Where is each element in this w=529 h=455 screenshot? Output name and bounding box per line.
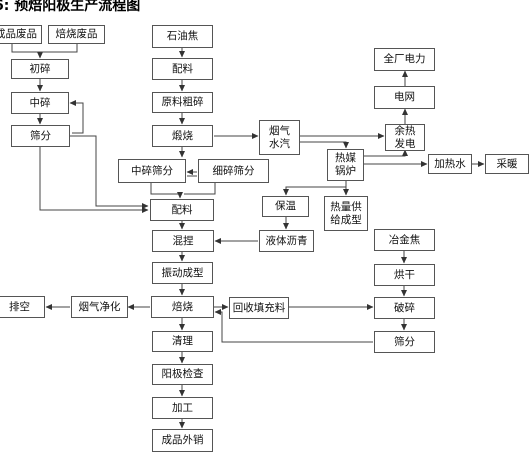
node-zhong-sui: 中碎 (11, 92, 69, 114)
node-qing-li: 清理 (152, 331, 213, 352)
edge-rmgl-yrfd (364, 149, 408, 157)
edge-zssf-pl (150, 183, 183, 199)
node-cheng-pin-fei-pin: 成品废品 (0, 25, 42, 44)
node-bei-shao-fei-pin: 焙烧废品 (48, 25, 105, 44)
edge-shaifen-pailiao (39, 147, 149, 213)
node-dian-wang: 电网 (374, 86, 435, 109)
node-zhen-dong-cheng-xing: 振动成型 (152, 262, 213, 284)
node-cai-nuan: 采暖 (485, 154, 529, 174)
edge-sf-bs (214, 309, 373, 343)
node-pai-kong: 排空 (0, 296, 45, 318)
node-shai-fen-left: 筛分 (11, 125, 70, 147)
node-jia-re-shui: 加热水 (428, 154, 472, 174)
node-yan-qi-jing-hua: 烟气净化 (71, 296, 128, 318)
node-po-sui: 破碎 (374, 297, 435, 319)
node-zhong-sui-shai-fen: 中碎筛分 (118, 159, 186, 183)
node-quan-chang-dian-li: 全厂电力 (374, 48, 435, 71)
node-ye-jin-jiao: 冶金焦 (374, 229, 435, 251)
node-re-liang-gong-gei-cheng-xing: 热量供 给成型 (324, 196, 368, 231)
node-hong-gan: 烘干 (374, 264, 435, 286)
node-re-mei-guo-lu: 热媒 锅炉 (327, 149, 364, 181)
edge-rmgl-bw (283, 180, 347, 196)
node-hui-shou-tian-chong-liao: 回收填充料 (229, 297, 289, 319)
node-yu-re-fa-dian: 余热 发电 (385, 124, 425, 151)
node-pei-liao-mid: 配料 (150, 199, 214, 221)
node-xi-sui-shai-fen: 细碎筛分 (198, 159, 269, 183)
node-yang-ji-jian-cha: 阳极检查 (152, 364, 213, 385)
node-pei-liao-top: 配料 (152, 58, 213, 80)
edge-bsfp-chusui (40, 43, 78, 53)
node-jia-gong: 加工 (152, 397, 213, 419)
edge-shaifen-return (69, 100, 84, 134)
edge-shaifen-right-pailiao (70, 135, 149, 209)
node-hun-nie: 混捏 (152, 230, 214, 252)
node-ye-ti-li-qing: 液体沥青 (259, 230, 314, 252)
node-shi-you-jiao: 石油焦 (152, 25, 213, 48)
node-yan-qi-shui-qi: 烟气 水汽 (259, 120, 300, 155)
node-chu-sui: 初碎 (11, 59, 69, 79)
node-bei-shao: 焙烧 (151, 296, 214, 318)
node-bao-wen: 保温 (262, 196, 309, 217)
node-yuan-liao-cu-sui: 原料粗碎 (152, 92, 213, 113)
node-cheng-pin-wai-xiao: 成品外销 (152, 429, 213, 452)
edge-cpfp-chusui (11, 43, 43, 59)
node-duan-shao: 煅烧 (152, 125, 213, 147)
edge-yqsq-rmgl (300, 141, 349, 149)
diagram-title: 6: 预焙阳极生产流程图 (0, 0, 141, 14)
node-shai-fen-right: 筛分 (374, 331, 435, 353)
edge-xssf-pl (184, 183, 216, 195)
